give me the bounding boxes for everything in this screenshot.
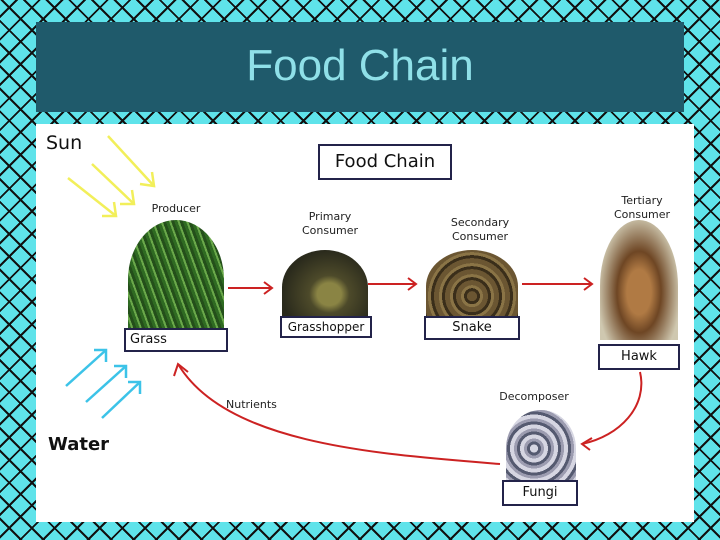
slide-title: Food Chain (246, 41, 474, 90)
fungi-label: Fungi (502, 480, 578, 506)
primary-role-line1: Primary (308, 210, 352, 223)
nutrients-label: Nutrients (226, 398, 277, 411)
grass-label: Grass (124, 328, 228, 352)
primary-consumer-role: Primary Consumer (288, 210, 372, 238)
sun-label: Sun (46, 132, 83, 154)
diagram-header: Food Chain (318, 144, 452, 180)
secondary-role-line2: Consumer (451, 229, 509, 243)
snake-image (426, 250, 518, 316)
decomposer-role: Decomposer (499, 390, 569, 403)
diagram-arrows (65, 135, 643, 465)
secondary-role-line1: Secondary (450, 216, 510, 229)
water-label: Water (48, 434, 110, 455)
slide-title-bar (36, 22, 684, 112)
tertiary-role-line2: Consumer (613, 207, 671, 221)
water-arrows (65, 348, 142, 419)
chain-arrows (173, 277, 643, 465)
diagram-panel: Food Chain Sun Water Producer Grass Prim… (36, 124, 694, 522)
fungi-image (506, 410, 576, 480)
tertiary-consumer-role: Tertiary Consumer (606, 194, 678, 222)
snake-label: Snake (424, 316, 520, 340)
grasshopper-image (282, 250, 368, 318)
grass-image (128, 220, 224, 328)
grasshopper-label: Grasshopper (280, 316, 372, 338)
sun-rays (67, 135, 156, 218)
tertiary-role-line1: Tertiary (621, 194, 663, 207)
primary-role-line2: Consumer (301, 223, 359, 237)
hawk-image (600, 220, 678, 340)
producer-role: Producer (151, 202, 201, 215)
secondary-consumer-role: Secondary Consumer (432, 216, 528, 244)
hawk-label: Hawk (598, 344, 680, 370)
